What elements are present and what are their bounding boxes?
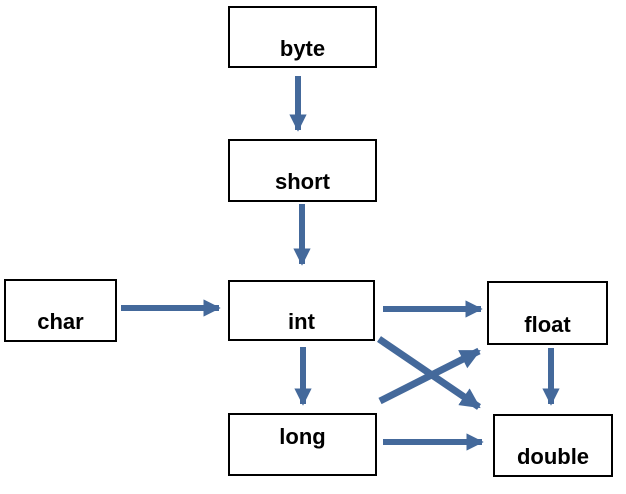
node-byte-label: byte <box>279 35 326 61</box>
node-float: float <box>487 281 608 345</box>
node-long-label: long <box>279 424 326 449</box>
arrow-long-to-float <box>378 347 481 405</box>
node-float-label: float <box>524 311 571 337</box>
node-byte: byte <box>228 6 377 68</box>
node-long: long <box>228 413 377 476</box>
node-double: double <box>493 414 613 477</box>
node-char-label: char <box>37 309 84 334</box>
node-int: int <box>228 280 375 341</box>
node-double-label: double <box>516 444 590 469</box>
node-short: short <box>228 139 377 202</box>
node-char: char <box>4 279 117 342</box>
node-short-label: short <box>275 169 330 194</box>
node-int-label: int <box>288 309 315 334</box>
